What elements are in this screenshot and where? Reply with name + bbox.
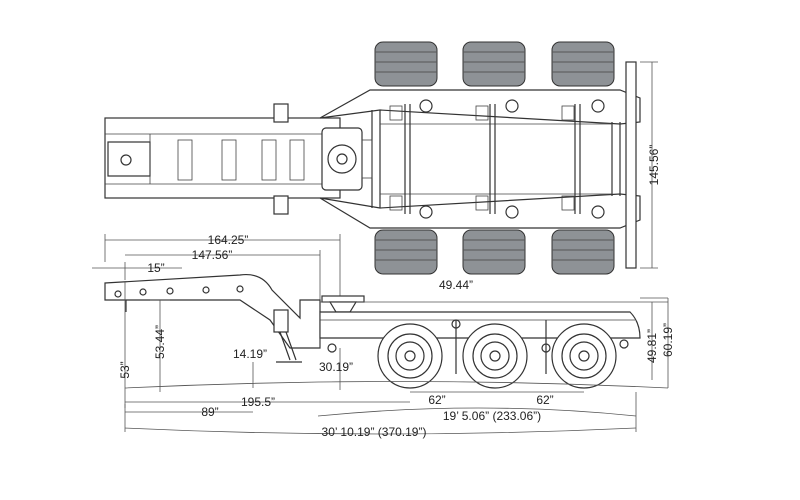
rear-bumper-top: [625, 61, 637, 269]
dim-147-56: 147.56”: [192, 248, 233, 262]
right-vertical-dims: [651, 298, 669, 388]
dim-49-81: 49.81”: [645, 329, 659, 363]
bottom-dimension-lines: [124, 391, 637, 435]
side-wheels: [377, 323, 617, 389]
dim-62-b: 62”: [536, 393, 553, 407]
dim-233-06: 19’ 5.06” (233.06”): [443, 409, 541, 423]
dim-62-a: 62”: [428, 393, 445, 407]
fifth-wheel-plate: [321, 127, 373, 191]
top-view-tires: [374, 41, 615, 275]
dim-53-44: 53.44”: [153, 325, 167, 359]
top-view: 145.56”: [104, 41, 661, 275]
dim-145-56: 145.56”: [647, 145, 661, 186]
side-view: 164.25” 147.56” 15” 49.44”: [92, 233, 675, 439]
dim-49-44: 49.44”: [439, 278, 473, 292]
dim-14-19: 14.19”: [233, 347, 267, 361]
dim-53: 53”: [118, 361, 132, 378]
ground-reference-curve: [124, 381, 669, 389]
gooseneck-brackets: [273, 103, 289, 215]
dim-370-19: 30’ 10.19” (370.19”): [322, 425, 427, 439]
main-frame-top: [319, 89, 641, 229]
gooseneck-body: [104, 273, 321, 363]
dim-164-25: 164.25”: [208, 233, 249, 247]
dim-15: 15”: [147, 261, 164, 275]
dim-89: 89”: [201, 405, 218, 419]
dim-60-19: 60.19”: [661, 323, 675, 357]
dim-30-19: 30.19”: [319, 360, 353, 374]
axle-crossmembers: [389, 99, 605, 219]
height-dimension-145: [640, 61, 658, 269]
top-dimension-lines: [92, 234, 341, 300]
fifth-wheel-side: [321, 295, 365, 313]
gooseneck-beam-top: [104, 117, 341, 199]
dim-195-5: 195.5”: [241, 395, 275, 409]
